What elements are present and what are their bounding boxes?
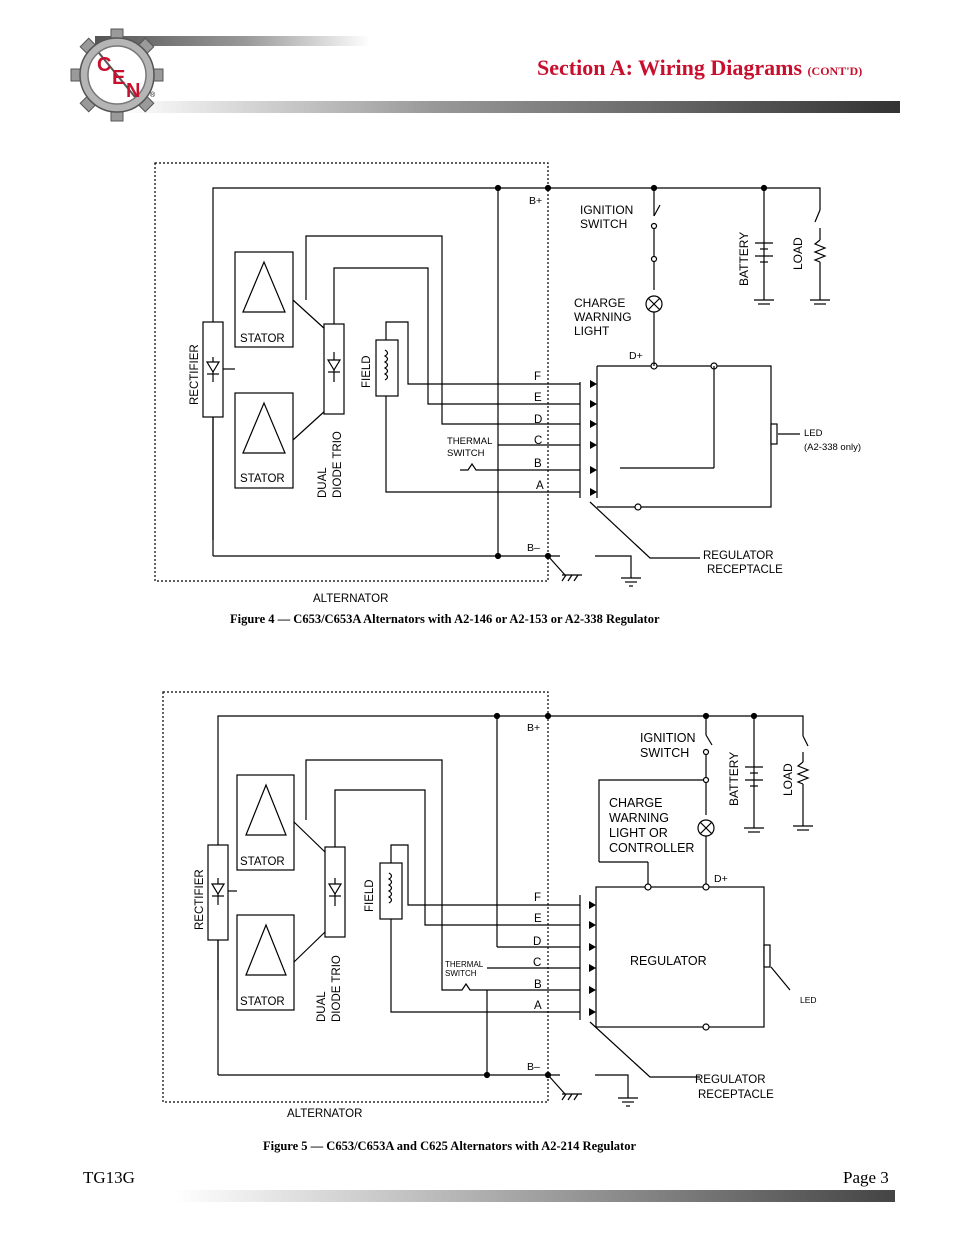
fig4-load-label: LOAD [791, 237, 805, 270]
figure-5-pin-arrows [589, 901, 596, 1016]
fig4-ignition-switch-label: SWITCH [580, 217, 627, 231]
fig5-switch-label: SWITCH [445, 969, 477, 978]
figure-4-pin-arrows [590, 380, 597, 496]
fig5-receptacle-label: RECEPTACLE [698, 1089, 774, 1101]
fig5-load-label: LOAD [781, 763, 795, 796]
fig4-light-label: LIGHT [574, 324, 610, 338]
page-title: Section A: Wiring Diagrams (CONT'D) [537, 55, 862, 81]
logo-letter-n: N [126, 80, 140, 102]
fig4-led-label: LED [804, 428, 823, 439]
fig4-pin-b: B [534, 458, 542, 470]
fig5-pin-e: E [534, 913, 542, 925]
fig4-diode-trio-label: DIODE TRIO [332, 431, 344, 498]
fig4-bplus-label: B+ [529, 195, 542, 207]
alternator-boundary [162, 691, 549, 1103]
fig5-light-or-label: LIGHT OR [609, 826, 668, 840]
fig5-battery-label: BATTERY [727, 752, 741, 806]
figure-4-labels: RECTIFIER STATOR STATOR DUAL DIODE TRIO … [189, 195, 861, 605]
fig4-led-note-label: (A2-338 only) [804, 442, 861, 453]
page-title-text: Section A: Wiring Diagrams [537, 55, 803, 80]
fig5-rectifier-label: RECTIFIER [194, 869, 206, 930]
fig5-dplus-label: D+ [714, 873, 728, 885]
logo-letter-e: E [112, 67, 125, 89]
fig5-diode-trio-label: DIODE TRIO [331, 955, 343, 1022]
fig4-field-label: FIELD [361, 355, 373, 388]
figure-4-diagram [154, 162, 830, 587]
fig5-pin-f: F [534, 892, 541, 904]
regulator-box [595, 886, 765, 1028]
fig4-bminus-label: B– [527, 542, 540, 554]
fig4-battery-label: BATTERY [737, 232, 751, 286]
figure-5-caption: Figure 5 — C653/C653A and C625 Alternato… [263, 1139, 637, 1153]
fig5-controller-label: CONTROLLER [609, 841, 694, 855]
fig5-stator-bottom-label: STATOR [240, 996, 285, 1008]
fig5-led-label: LED [800, 995, 817, 1005]
fig5-alternator-label: ALTERNATOR [287, 1108, 362, 1120]
fig5-bplus-label: B+ [527, 722, 540, 734]
fig5-ignition-switch-label: SWITCH [640, 746, 689, 760]
fig4-warning-label: WARNING [574, 310, 632, 324]
fig4-ignition-label: IGNITION [580, 203, 633, 217]
logo-letter-c: C [97, 54, 111, 76]
fig5-field-label: FIELD [364, 879, 376, 912]
header-bottom-bar [120, 101, 900, 113]
fig5-regulator-label: REGULATOR [695, 1074, 766, 1086]
figure-4-caption: Figure 4 — C653/C653A Alternators with A… [230, 612, 660, 626]
fig4-rectifier-label: RECTIFIER [189, 344, 201, 405]
fig5-charge-label: CHARGE [609, 796, 662, 810]
fig5-warning-label: WARNING [609, 811, 669, 825]
fig5-ignition-label: IGNITION [640, 731, 696, 745]
fig4-regulator-label: REGULATOR [703, 550, 774, 562]
fig4-receptacle-label: RECEPTACLE [707, 564, 783, 576]
figure-5-labels: RECTIFIER STATOR STATOR DUAL DIODE TRIO … [194, 722, 817, 1120]
fig4-alternator-label: ALTERNATOR [313, 593, 388, 605]
footer-page-number: Page 3 [843, 1168, 889, 1187]
logo-registered: ® [150, 91, 156, 99]
fig5-bminus-label: B– [527, 1061, 540, 1073]
fig4-pin-a: A [536, 480, 544, 492]
fig5-pin-b: B [534, 979, 542, 991]
page-title-suffix: (CONT'D) [807, 64, 863, 78]
fig4-stator-top-label: STATOR [240, 333, 285, 345]
fig4-switch-label: SWITCH [447, 448, 485, 459]
footer-bar [175, 1190, 895, 1202]
fig4-pin-f: F [534, 371, 541, 383]
fig4-dual-label: DUAL [317, 467, 329, 498]
fig4-pin-e: E [534, 392, 542, 404]
fig5-thermal-label: THERMAL [445, 960, 484, 969]
fig5-regulator-box-label: REGULATOR [630, 954, 707, 968]
footer-doc-id: TG13G [83, 1168, 135, 1187]
fig4-pin-c: C [534, 435, 542, 447]
fig4-thermal-label: THERMAL [447, 436, 492, 447]
fig4-dplus-label: D+ [629, 350, 643, 362]
fig4-pin-d: D [534, 414, 542, 426]
alternator-boundary [154, 162, 549, 582]
fig5-pin-a: A [534, 1000, 542, 1012]
fig5-stator-top-label: STATOR [240, 856, 285, 868]
fig5-pin-c: C [533, 957, 541, 969]
figure-5-diagram [162, 691, 813, 1107]
header-top-bar [95, 36, 370, 46]
fig5-dual-label: DUAL [316, 991, 328, 1022]
fig5-pin-d: D [533, 936, 541, 948]
cen-logo: C E N ® [70, 28, 164, 122]
fig4-charge-label: CHARGE [574, 296, 625, 310]
fig4-stator-bottom-label: STATOR [240, 473, 285, 485]
